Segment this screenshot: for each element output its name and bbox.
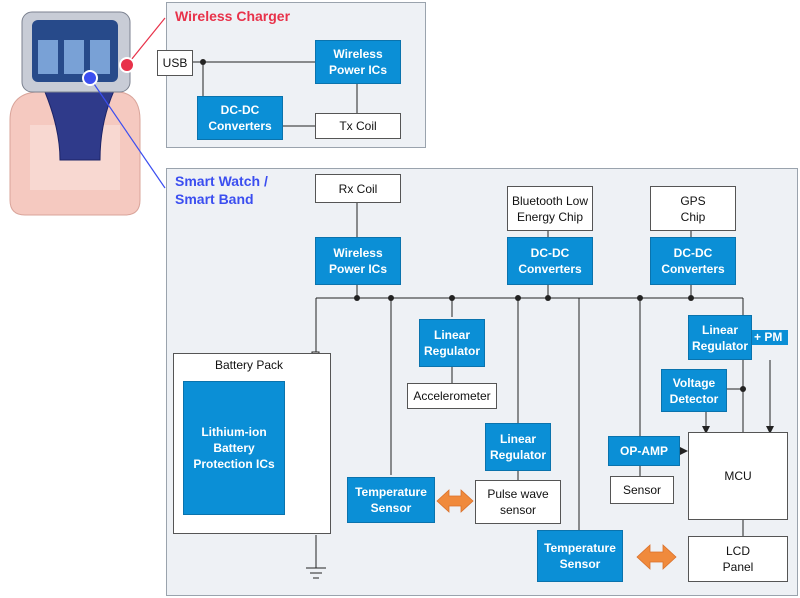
lcd-panel-block: LCD Panel	[688, 536, 788, 582]
gps-dcdc-converters: DC-DC Converters	[650, 237, 736, 285]
temperature-sensor-1: Temperature Sensor	[347, 477, 435, 523]
voltage-detector-block: Voltage Detector	[661, 369, 727, 412]
linear-regulator-pm: Linear Regulator	[688, 315, 752, 360]
temperature-sensor-2: Temperature Sensor	[537, 530, 623, 582]
linear-regulator-pulse: Linear Regulator	[485, 423, 551, 471]
gps-chip-block: GPS Chip	[650, 186, 736, 231]
pulse-wave-sensor-block: Pulse wave sensor	[475, 480, 561, 524]
pm-label: + PM	[752, 330, 789, 345]
linear-regulator-accelerometer: Linear Regulator	[419, 319, 485, 367]
bluetooth-chip-block: Bluetooth Low Energy Chip	[507, 186, 593, 231]
rx-coil-block: Rx Coil	[315, 174, 401, 203]
double-arrow-icon	[636, 544, 677, 570]
charger-wireless-power-ics: Wireless Power ICs	[315, 40, 401, 84]
bluetooth-dcdc-converters: DC-DC Converters	[507, 237, 593, 285]
double-arrow-icon	[436, 489, 474, 513]
smart-watch-title: Smart Watch / Smart Band	[175, 173, 268, 207]
smartwatch-illustration	[9, 11, 141, 216]
tx-coil-block: Tx Coil	[315, 113, 401, 139]
usb-block: USB	[157, 50, 193, 76]
wireless-charger-title: Wireless Charger	[175, 8, 291, 24]
watch-callout-dot	[82, 70, 98, 86]
charger-dcdc-converters: DC-DC Converters	[197, 96, 283, 140]
sensor-block: Sensor	[610, 476, 674, 504]
charger-callout-dot	[119, 57, 135, 73]
accelerometer-block: Accelerometer	[407, 383, 497, 409]
mcu-block: MCU	[688, 432, 788, 520]
battery-pack-label: Battery Pack	[215, 358, 284, 372]
protection-ics-block: Lithium-ion Battery Protection ICs	[183, 381, 285, 515]
watch-wireless-power-ics: Wireless Power ICs	[315, 237, 401, 285]
opamp-block: OP-AMP	[608, 436, 680, 466]
